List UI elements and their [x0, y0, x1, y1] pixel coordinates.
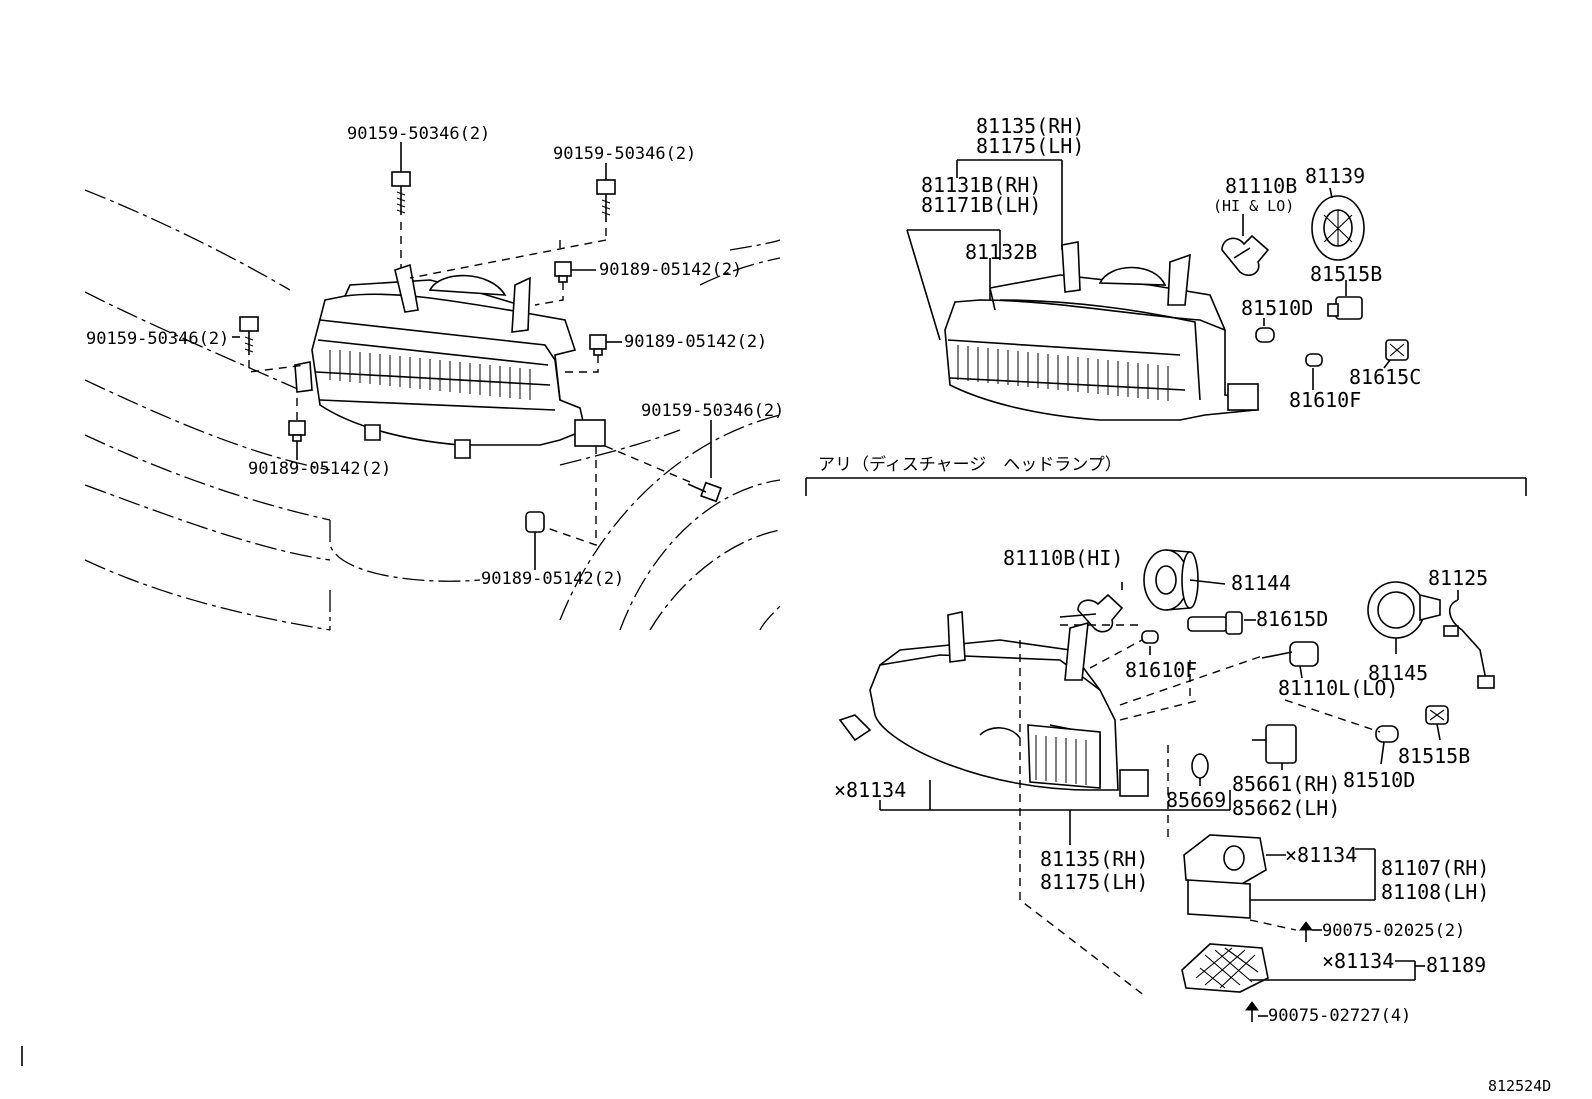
- seal-ring-icon: [1191, 753, 1209, 779]
- ballast-computer-icon: [1187, 879, 1251, 919]
- label-discharge-bulb-d: 81510D: [1343, 768, 1415, 792]
- label-discharge-computer-rh: 81107(RH): [1381, 856, 1489, 880]
- bolt-icon: [239, 316, 259, 355]
- left-view-leader-lines: [232, 142, 712, 570]
- label-upper-socket-c: 81615C: [1349, 365, 1421, 389]
- discharge-leader-lines: [879, 579, 1459, 1017]
- halogen-bulb-icon: [1221, 234, 1270, 277]
- label-upper-bulb-f: 81610F: [1289, 388, 1361, 412]
- clip-icon: [288, 420, 306, 442]
- discharge-headlamp-assembly: [838, 611, 1149, 797]
- label-clip-top: 90189-05142(2): [599, 260, 742, 280]
- left-headlamp-assembly: [294, 263, 606, 459]
- discharge-components: [1059, 549, 1495, 1022]
- bolt-icon: [687, 481, 722, 503]
- label-upper-assy-rh: 81135(RH): [976, 114, 1084, 138]
- label-discharge-socket-b: 81515B: [1398, 744, 1470, 768]
- wedge-bulb-icon: [1375, 725, 1399, 743]
- label-upper-bulb-d: 81510D: [1241, 296, 1313, 320]
- wedge-bulb-icon: [1141, 630, 1159, 644]
- label-discharge-bulb-lo: 81110L(LO): [1278, 676, 1398, 700]
- label-discharge-bracket-mark: ×81134: [1322, 949, 1394, 973]
- discharge-bulb-icon: [1261, 641, 1319, 667]
- label-discharge-cover-a: 81144: [1231, 571, 1291, 595]
- screw-icon: [1245, 1001, 1259, 1022]
- upper-bulbs-and-sockets: [1221, 195, 1409, 367]
- label-upper-bulb-note: (HI & LO): [1213, 197, 1294, 215]
- label-discharge-screw-a: 90075-02025(2): [1322, 921, 1465, 941]
- clip-icon: [589, 334, 607, 356]
- igniter-icon: [1252, 724, 1297, 764]
- label-clip-bottom: 90189-05142(2): [481, 569, 624, 589]
- cover-icon: [1311, 195, 1365, 261]
- label-bolt-top-right: 90159-50346(2): [553, 144, 696, 164]
- label-bolt-right: 90159-50346(2): [641, 401, 784, 421]
- label-discharge-computer-mark: ×81134: [1285, 843, 1357, 867]
- wedge-bulb-icon: [1255, 327, 1275, 343]
- label-upper-socket-b: 81515B: [1310, 262, 1382, 286]
- wire-harness-icon: [1443, 599, 1495, 689]
- bolt-icon: [596, 179, 616, 222]
- cover-icon: [1367, 581, 1441, 639]
- label-discharge-igniter-rh: 85661(RH): [1232, 772, 1340, 796]
- discharge-section-bracket: [805, 477, 1527, 496]
- label-discharge-bulb-hi: 81110B(HI): [1003, 546, 1123, 570]
- upper-headlamp-assembly: [944, 241, 1259, 421]
- clip-icon: [554, 261, 572, 283]
- label-bolt-left: 90159-50346(2): [86, 329, 229, 349]
- lens-hatching: [329, 350, 531, 400]
- upper-leader-lines: [906, 159, 1391, 390]
- label-discharge-igniter-lh: 85662(LH): [1232, 796, 1340, 820]
- cover-icon: [1143, 549, 1199, 611]
- label-upper-unit-rh: 81131B(RH): [921, 173, 1041, 197]
- label-discharge-assy-rh: 81135(RH): [1040, 847, 1148, 871]
- label-upper-cover: 81139: [1305, 164, 1365, 188]
- label-discharge-bracket: 81189: [1426, 953, 1486, 977]
- computer-cover-icon: [1183, 834, 1267, 886]
- vehicle-body-outline: [84, 189, 781, 631]
- socket-icon: [1385, 339, 1409, 361]
- socket-icon: [1327, 296, 1363, 320]
- label-clip-bottom-left: 90189-05142(2): [248, 459, 391, 479]
- label-upper-bulb: 81110B: [1225, 174, 1297, 198]
- label-discharge-harness: 81125: [1428, 566, 1488, 590]
- label-discharge-seal: 85669: [1166, 788, 1226, 812]
- label-bolt-top-left: 90159-50346(2): [347, 124, 490, 144]
- label-discharge-computer-lh: 81108(LH): [1381, 880, 1489, 904]
- label-discharge-assy-lh: 81175(LH): [1040, 870, 1148, 894]
- label-discharge-marked-part: ×81134: [834, 778, 906, 802]
- socket-icon: [1187, 611, 1243, 635]
- label-discharge-bulb-f: 81610F: [1125, 658, 1197, 682]
- discharge-section-title: アリ（ディスチャージ ヘッドランプ）: [818, 454, 1122, 475]
- label-discharge-socket-d: 81615D: [1256, 607, 1328, 631]
- label-discharge-cover-b: 81145: [1368, 661, 1428, 685]
- bolt-icon: [391, 171, 411, 215]
- label-discharge-screw-b: 90075-02727(4): [1268, 1006, 1411, 1026]
- bracket-icon: [1181, 943, 1269, 993]
- wedge-bulb-icon: [1305, 353, 1323, 367]
- socket-icon: [1425, 705, 1449, 725]
- halogen-bulb-icon: [1059, 593, 1124, 633]
- label-upper-assy-lh: 81175(LH): [976, 134, 1084, 158]
- label-clip-right: 90189-05142(2): [624, 332, 767, 352]
- label-upper-unit-lh: 81171B(LH): [921, 193, 1041, 217]
- label-upper-gasket: 81132B: [965, 240, 1037, 264]
- figure-code: 812524D: [1488, 1077, 1551, 1095]
- clip-icon: [525, 511, 545, 533]
- screw-icon: [1299, 921, 1313, 942]
